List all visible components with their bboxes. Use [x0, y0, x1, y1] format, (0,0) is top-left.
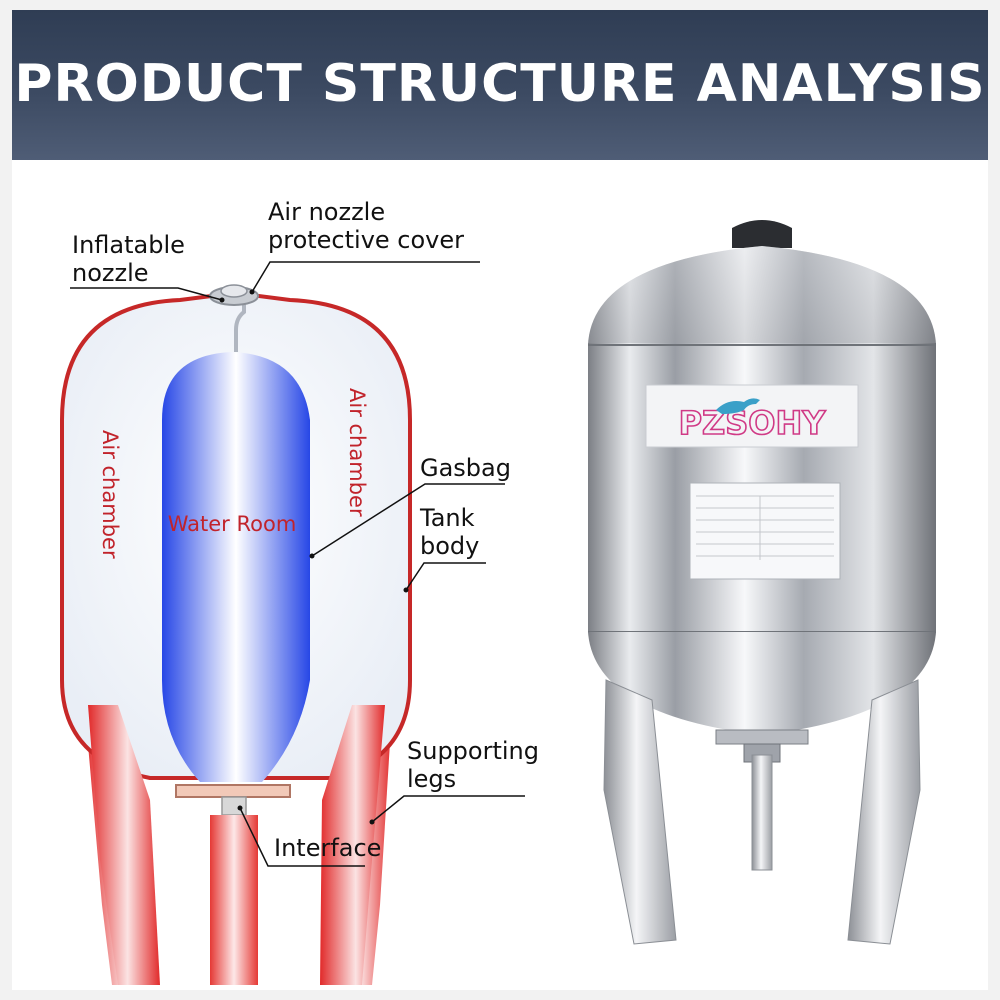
kangaroo-icon: [716, 398, 760, 414]
brand-label: [645, 384, 859, 448]
header-banner: PRODUCT STRUCTURE ANALYSIS: [12, 10, 988, 160]
water-room-label: Water Room: [168, 512, 297, 536]
callout-interface: Interface: [237, 805, 381, 867]
svg-text:Inflatable: Inflatable: [72, 231, 185, 259]
svg-text:Supporting: Supporting: [407, 737, 539, 765]
callout-tank-body: Tank body: [403, 504, 486, 593]
nozzle-stem: [234, 302, 246, 352]
svg-text:Gasbag: Gasbag: [420, 454, 511, 482]
svg-text:nozzle: nozzle: [72, 259, 149, 287]
left-front-leg: [88, 705, 160, 985]
brand-name: PZSOHY: [679, 404, 827, 442]
gasbag-bladder: [162, 352, 310, 782]
callout-air-nozzle-cover: Air nozzle protective cover: [249, 198, 480, 295]
top-cap: [732, 220, 792, 248]
callout-gasbag: Gasbag: [309, 454, 511, 559]
product-back-leg: [751, 754, 773, 871]
interface-flange: [175, 784, 291, 798]
callout-supporting-legs: Supporting legs: [369, 737, 539, 825]
svg-text:body: body: [420, 532, 479, 560]
page-title: PRODUCT STRUCTURE ANALYSIS: [14, 54, 986, 114]
spec-plate-lines: [696, 495, 834, 560]
spec-plate: [689, 482, 841, 580]
air-chamber-right-label: Air chamber: [345, 388, 369, 517]
svg-text:Interface: Interface: [274, 834, 381, 862]
product-right-leg: [847, 679, 921, 945]
callout-inflatable-nozzle: Inflatable nozzle: [70, 231, 225, 303]
interface-pipe: [210, 815, 258, 985]
right-front-leg: [320, 705, 385, 985]
product-left-leg: [603, 679, 677, 945]
svg-text:legs: legs: [407, 765, 456, 793]
svg-text:protective cover: protective cover: [268, 226, 464, 254]
front-legs: [88, 705, 385, 985]
tank-bottom-dome: [588, 632, 936, 735]
svg-text:Tank: Tank: [419, 504, 475, 532]
svg-text:Air nozzle: Air nozzle: [268, 198, 385, 226]
product-photo: PZSOHY: [588, 220, 936, 945]
air-chamber-left-label: Air chamber: [98, 430, 122, 559]
inflatable-nozzle: [220, 284, 248, 298]
